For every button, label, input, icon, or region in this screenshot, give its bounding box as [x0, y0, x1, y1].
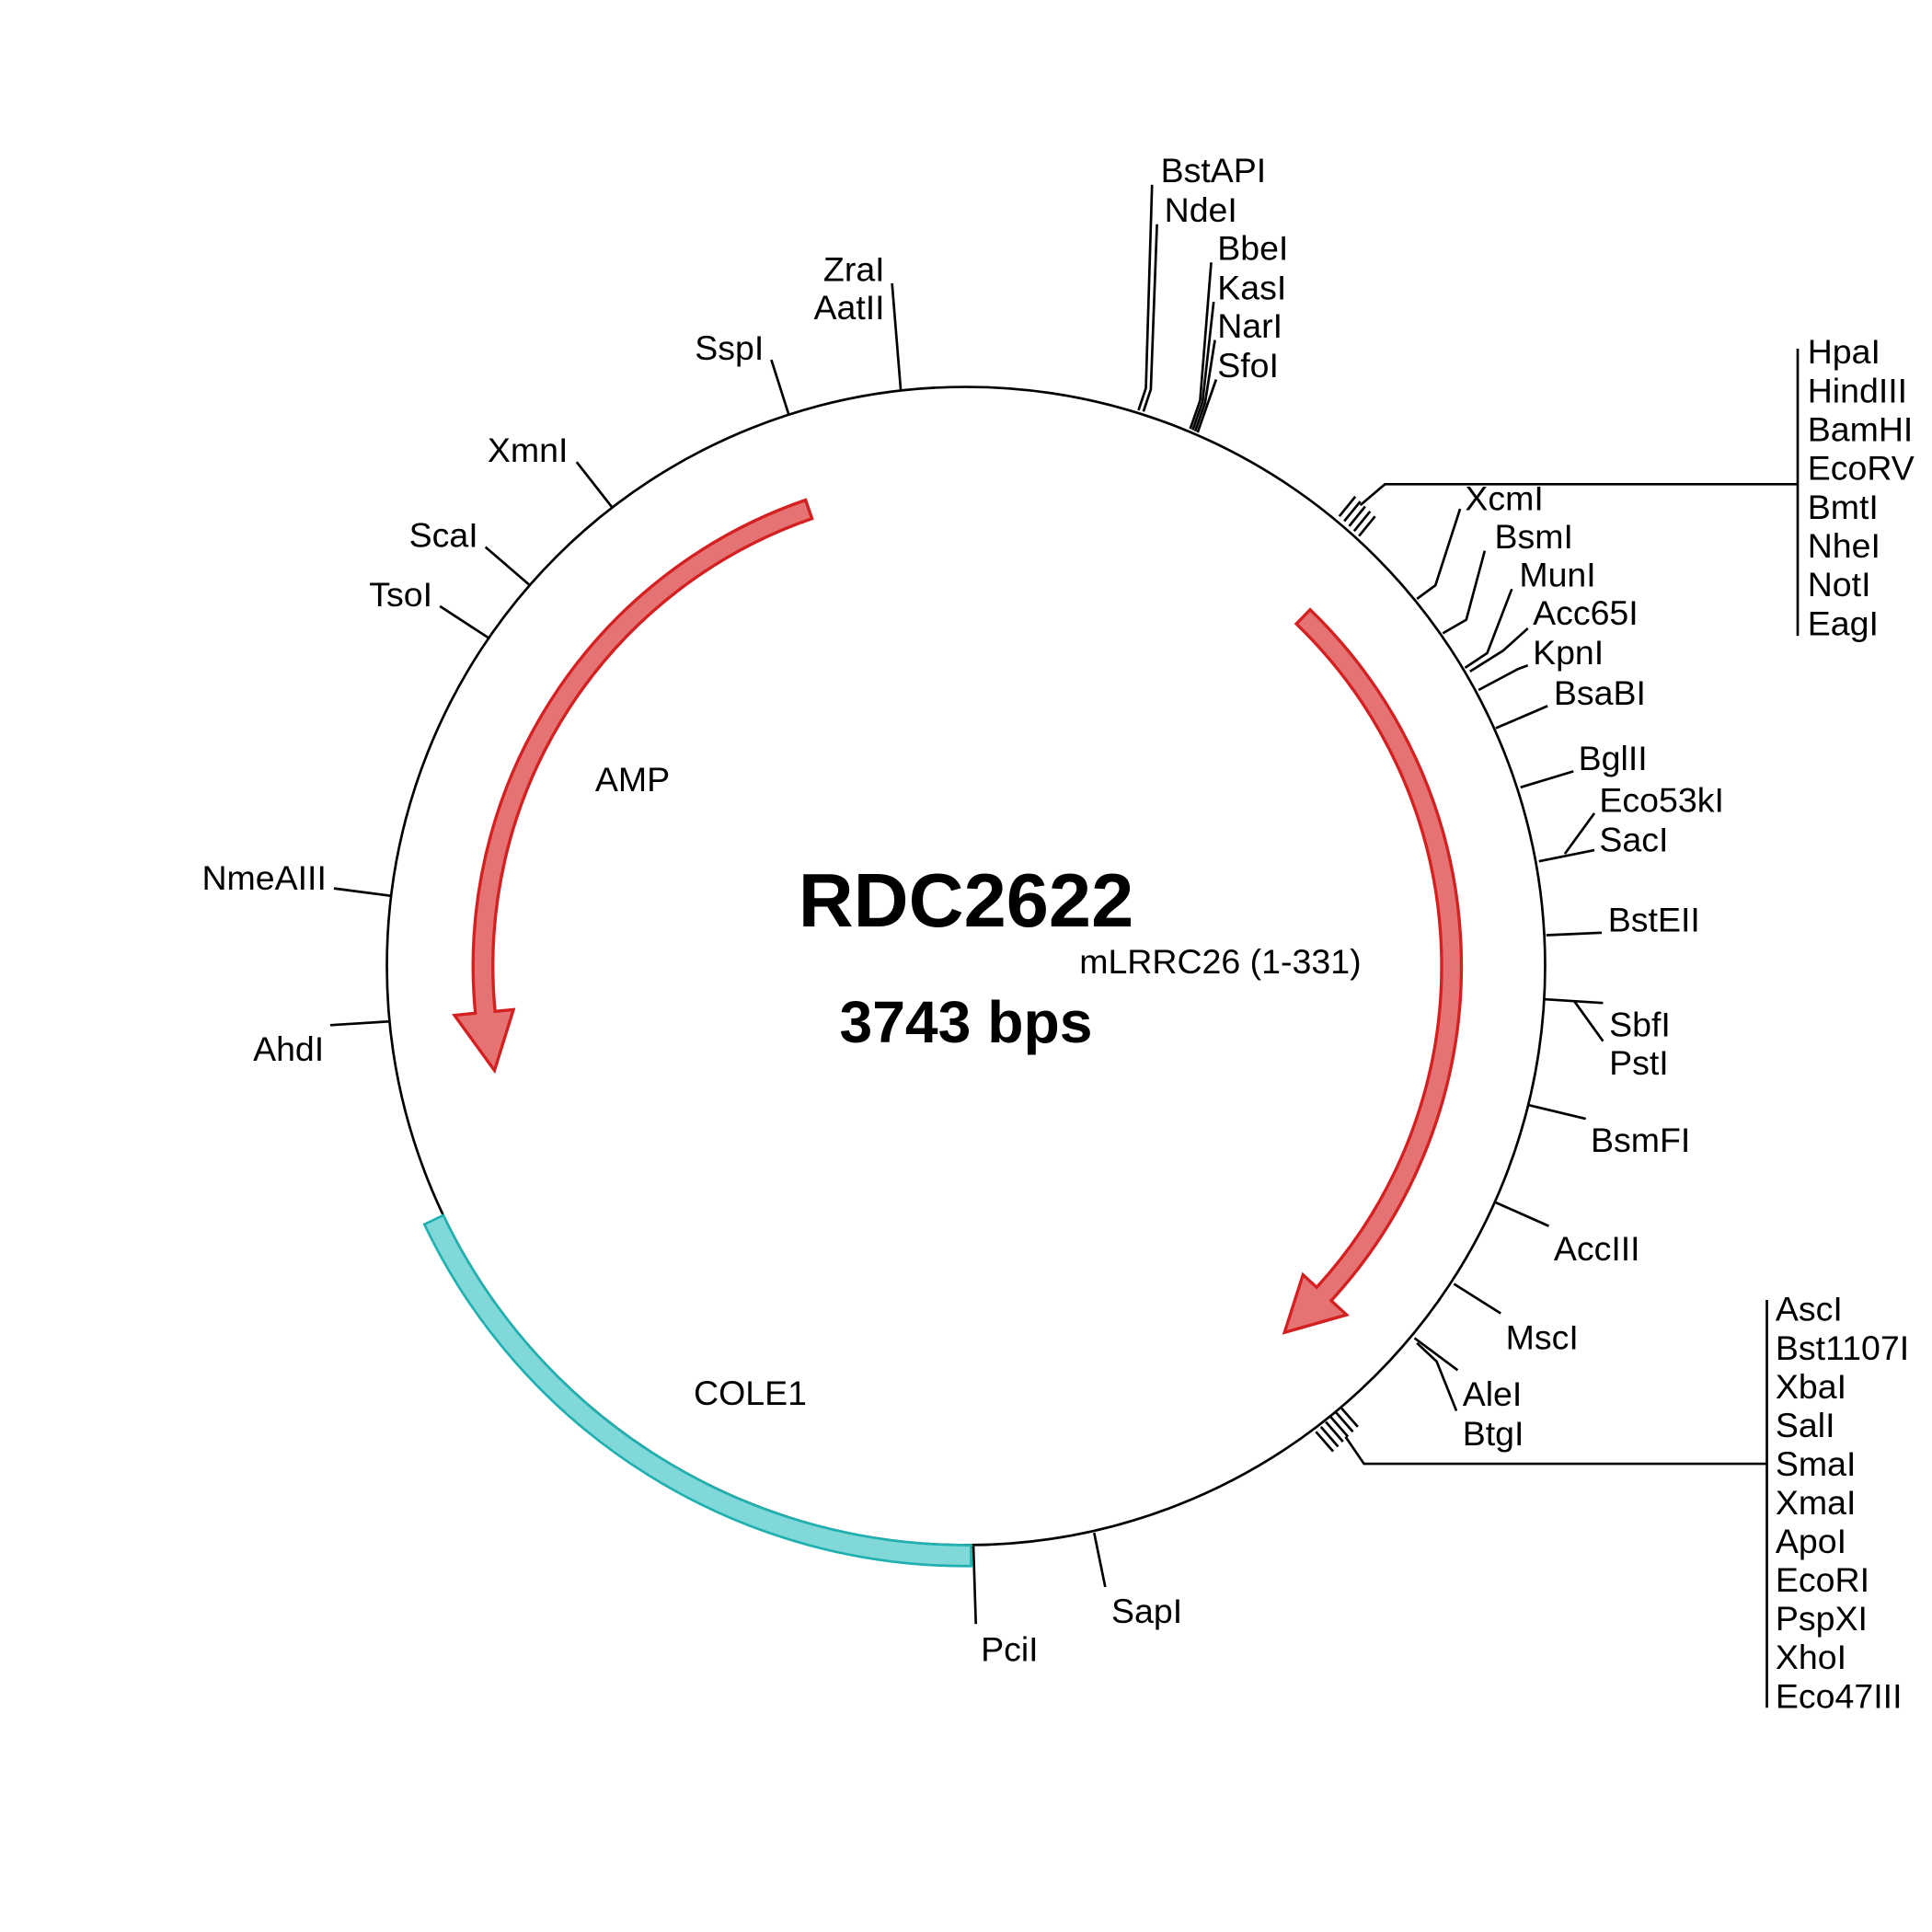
site-bsmi[interactable]: BsmI: [1495, 517, 1573, 556]
site-alei[interactable]: AleI: [1463, 1374, 1523, 1413]
site-mcs_bottom-4[interactable]: SmaI: [1776, 1444, 1857, 1483]
site-mcs_bottom-1[interactable]: Bst1107I: [1776, 1328, 1909, 1367]
site-sapi[interactable]: SapI: [1111, 1592, 1182, 1630]
site-tsoi[interactable]: TsoI: [369, 575, 432, 614]
site-msci[interactable]: MscI: [1506, 1318, 1579, 1357]
site-eco53ki[interactable]: Eco53kI: [1599, 781, 1724, 820]
site-mcs_bottom-5[interactable]: XmaI: [1776, 1483, 1857, 1522]
site-mcs_bottom-7[interactable]: EcoRI: [1776, 1560, 1869, 1599]
site-psti[interactable]: PstI: [1609, 1043, 1669, 1082]
site-muni[interactable]: MunI: [1519, 556, 1595, 594]
insert-feature-arrow[interactable]: [1282, 607, 1464, 1335]
site-mcs_top-4[interactable]: BmtI: [1808, 488, 1879, 526]
site-xmni[interactable]: XmnI: [488, 431, 569, 469]
amp-feature-arrow[interactable]: [452, 498, 814, 1075]
site-nari[interactable]: NarI: [1217, 306, 1282, 345]
cole1-label: COLE1: [694, 1374, 807, 1412]
backbone-circle: [385, 385, 1547, 1547]
site-mcs_top-1[interactable]: HindIII: [1808, 371, 1907, 409]
site-sbfi[interactable]: SbfI: [1609, 1005, 1671, 1043]
site-mcs_bottom-6[interactable]: ApoI: [1776, 1522, 1846, 1560]
site-scai[interactable]: ScaI: [409, 516, 478, 555]
site-mcs_bottom-0[interactable]: AscI: [1776, 1290, 1843, 1328]
cole1-feature-arc[interactable]: [422, 1213, 972, 1568]
site-acciii[interactable]: AccIII: [1554, 1229, 1640, 1268]
site-bsabi[interactable]: BsaBI: [1554, 673, 1646, 712]
site-bbei[interactable]: BbeI: [1217, 229, 1288, 268]
site-kasi[interactable]: KasI: [1217, 268, 1286, 306]
site-mcs_top-3[interactable]: EcoRV: [1808, 449, 1915, 488]
site-aatii[interactable]: AatII: [813, 288, 884, 327]
site-xcmi[interactable]: XcmI: [1465, 478, 1543, 517]
site-mcs_top-7[interactable]: EagI: [1808, 604, 1879, 642]
site-ticks: [329, 184, 1800, 1708]
site-ahdi[interactable]: AhdI: [253, 1029, 324, 1068]
site-mcs_top-2[interactable]: BamHI: [1808, 409, 1914, 448]
site-mcs_top-5[interactable]: NheI: [1808, 526, 1880, 565]
site-mcs_top-0[interactable]: HpaI: [1808, 332, 1880, 371]
mcs-bottom-labels: AscIBst1107IXbaISalISmaIXmaIApoIEcoRIPsp…: [1776, 1290, 1909, 1716]
site-nmeaiii[interactable]: NmeAIII: [201, 858, 326, 897]
site-mcs_bottom-9[interactable]: XhoI: [1776, 1638, 1846, 1676]
site-mcs_bottom-2[interactable]: XbaI: [1776, 1367, 1846, 1406]
plasmid-size: 3743 bps: [839, 989, 1092, 1055]
site-saci[interactable]: SacI: [1599, 820, 1668, 858]
site-mcs_bottom-8[interactable]: PspXI: [1776, 1599, 1868, 1638]
site-zrai[interactable]: ZraI: [823, 249, 885, 288]
site-mcs_top-6[interactable]: NotI: [1808, 565, 1871, 604]
plasmid-name: RDC2622: [799, 857, 1134, 943]
site-pcii[interactable]: PciI: [981, 1629, 1039, 1668]
site-bstapi[interactable]: BstAPI: [1161, 151, 1267, 190]
site-ndei[interactable]: NdeI: [1165, 190, 1237, 229]
site-bsmfi[interactable]: BsmFI: [1591, 1121, 1690, 1159]
site-mcs_bottom-10[interactable]: Eco47III: [1776, 1676, 1903, 1715]
site-btgi[interactable]: BtgI: [1463, 1414, 1524, 1453]
site-sspi[interactable]: SspI: [695, 328, 764, 367]
site-kpni[interactable]: KpnI: [1533, 633, 1604, 672]
insert-label: mLRRC26 (1-331): [1079, 942, 1361, 981]
site-sfoi[interactable]: SfoI: [1217, 346, 1279, 385]
amp-label: AMP: [595, 760, 670, 799]
site-bsteii[interactable]: BstEII: [1608, 901, 1700, 939]
site-mcs_bottom-3[interactable]: SalI: [1776, 1406, 1835, 1444]
site-bglii[interactable]: BglII: [1579, 739, 1648, 777]
site-acc65i[interactable]: Acc65I: [1533, 593, 1639, 632]
